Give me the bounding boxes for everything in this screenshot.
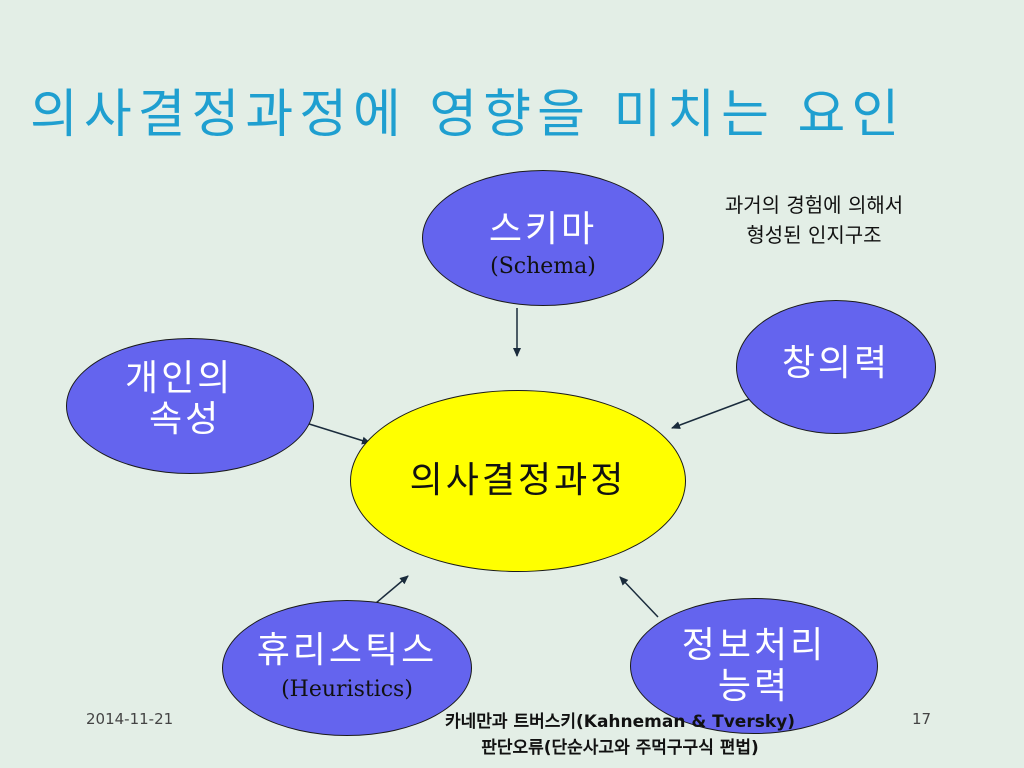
schema-note: 과거의 경험에 의해서 형성된 인지구조 [664, 190, 964, 250]
schema-note-line1: 과거의 경험에 의해서 [724, 193, 904, 217]
node-info: 정보처리 능력 [630, 598, 878, 734]
node-schema-sub: (Schema) [490, 253, 596, 279]
arrow-creativity [671, 397, 753, 429]
heuristics-note-line2: 판단오류(단순사고와 주먹구구식 편법) [481, 737, 759, 758]
node-personal-line1: 개인의 [125, 357, 234, 399]
footer-page-number: 17 [912, 710, 932, 728]
node-schema: 스키마 (Schema) [422, 170, 664, 306]
node-heuristics-sub: (Heuristics) [281, 676, 413, 702]
node-center: 의사결정과정 [350, 390, 686, 572]
node-heuristics: 휴리스틱스 (Heuristics) [222, 600, 472, 736]
node-center-label: 의사결정과정 [409, 460, 627, 502]
node-schema-label: 스키마 [488, 209, 598, 251]
arrow-heuristics [375, 575, 409, 604]
arrow-personal [305, 422, 371, 445]
footer-date: 2014-11-21 [86, 710, 174, 728]
node-info-line1: 정보처리 [681, 624, 827, 666]
node-creativity: 창의력 [736, 300, 936, 434]
heuristics-note-line1: 카네만과 트버스키(Kahneman & Tversky) [444, 712, 795, 732]
node-personal: 개인의 속성 [66, 338, 314, 474]
slide-title: 의사결정과정에 영향을 미치는 요인 [30, 85, 906, 145]
node-info-line2: 능력 [717, 666, 791, 707]
node-creativity-label: 창의력 [781, 343, 891, 384]
heuristics-note: 카네만과 트버스키(Kahneman & Tversky) 판단오류(단순사고와… [400, 710, 840, 761]
arrow-info [619, 576, 659, 618]
node-heuristics-label: 휴리스틱스 [256, 630, 438, 672]
schema-note-line2: 형성된 인지구조 [746, 223, 882, 247]
node-personal-line2: 속성 [149, 399, 222, 440]
